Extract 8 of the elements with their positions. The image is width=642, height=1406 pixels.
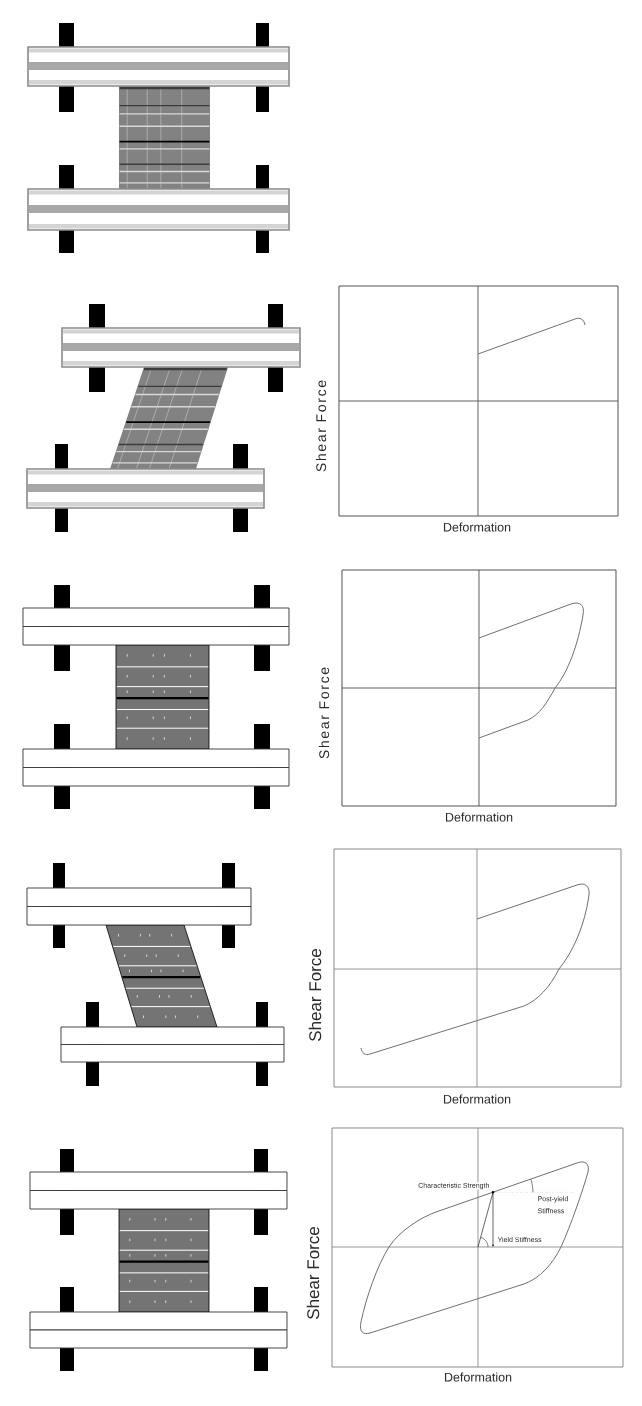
axis-label: Deformation [442, 522, 512, 532]
axis-label: Shear Force [318, 666, 330, 760]
axis-label: Shear Force [315, 379, 327, 473]
axis-label: Shear Force [306, 1225, 320, 1321]
axis-label: Deformation [443, 1372, 513, 1382]
axis-label: Deformation [444, 812, 514, 822]
axis-label: Deformation [442, 1094, 512, 1104]
axis-label: Shear Force [308, 947, 322, 1043]
